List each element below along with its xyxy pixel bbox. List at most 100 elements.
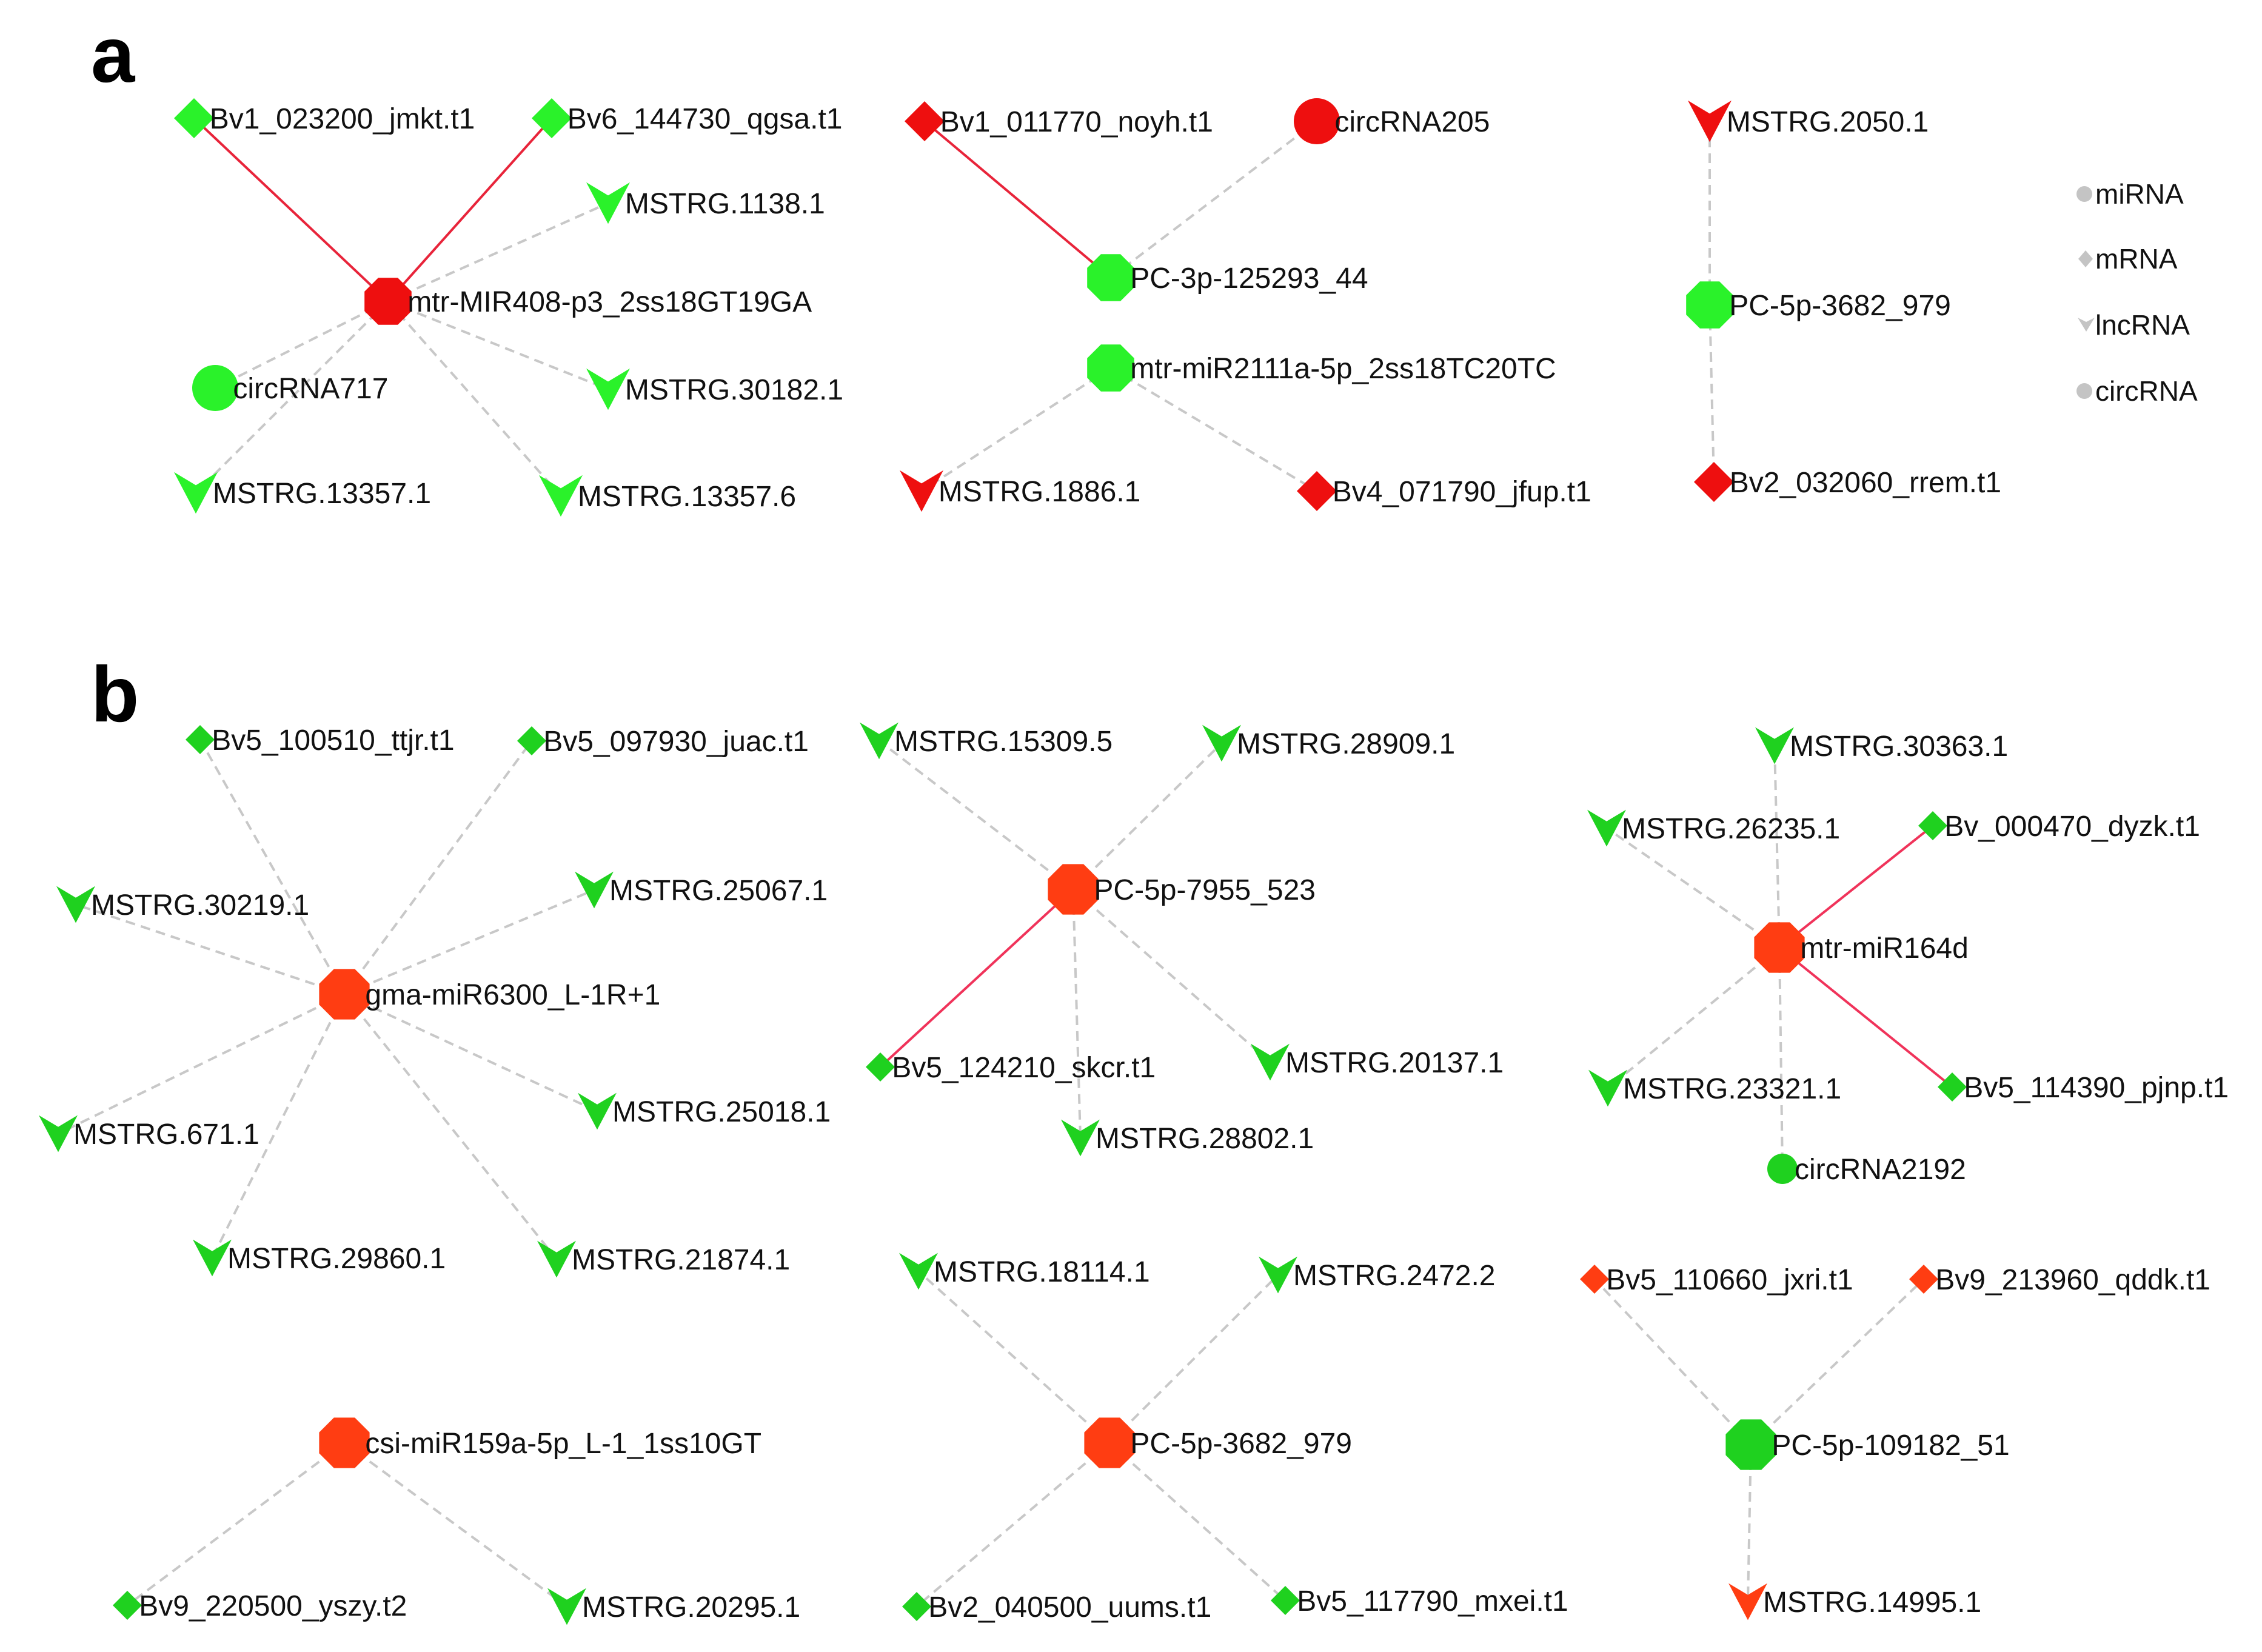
node-bv5_124210: Bv5_124210_skcr.t1 — [866, 1052, 1156, 1084]
edge-mir408-mstrg13357_6 — [387, 300, 562, 497]
node-mir6300: gma-miR6300_L-1R+1 — [319, 969, 660, 1020]
node-label: MSTRG.30219.1 — [91, 889, 309, 921]
edge-pc5p7955-bv5_124210 — [879, 888, 1074, 1068]
octagon-node-shape-icon — [1754, 922, 1805, 973]
edge-pc5p7955-mstrg15309 — [878, 740, 1074, 891]
node-label: PC-5p-3682_979 — [1729, 290, 1951, 322]
edge-csi159a-bv9_220500 — [126, 1442, 346, 1607]
edge-mir164d-mstrg30363 — [1773, 745, 1781, 948]
edge-mir408-bv1_023200 — [193, 117, 389, 303]
legend-label-mrna: mRNA — [2095, 243, 2178, 275]
node-bv5_097930: Bv5_097930_juac.t1 — [517, 726, 809, 758]
diamond-node-shape-icon — [1580, 1265, 1609, 1294]
node-label: mtr-MIR408-p3_2ss18GT19GA — [407, 286, 812, 318]
node-mstrg20295: MSTRG.20295.1 — [547, 1588, 800, 1625]
node-label: MSTRG.20295.1 — [582, 1591, 800, 1624]
edge-mir408-mstrg13357_1 — [195, 300, 389, 494]
octagon-node-shape-icon — [319, 969, 370, 1020]
node-label: Bv4_071790_jfup.t1 — [1333, 476, 1591, 508]
diamond-node-shape-icon — [517, 726, 546, 755]
legend-item-mrna: mRNA — [2078, 243, 2178, 275]
octagon-node-shape-icon — [1725, 1419, 1776, 1470]
node-label: MSTRG.2050.1 — [1727, 106, 1929, 138]
octagon-node-shape-icon — [364, 278, 412, 325]
legend-item-lncrna: lncRNA — [2078, 309, 2190, 341]
node-label: Bv1_023200_jmkt.t1 — [210, 103, 475, 135]
node-mstrg30182: MSTRG.30182.1 — [586, 368, 843, 410]
node-label: MSTRG.26235.1 — [1622, 813, 1840, 845]
node-mir408: mtr-MIR408-p3_2ss18GT19GA — [364, 278, 812, 325]
diamond-node-shape-icon — [1938, 1072, 1967, 1102]
v-node-shape-icon — [900, 470, 943, 512]
v-node-shape-icon — [1259, 1256, 1297, 1294]
diamond-node-shape-icon — [1297, 471, 1337, 511]
node-label: Bv9_220500_yszy.t2 — [139, 1590, 407, 1622]
legend-circrna-circle-icon — [2076, 383, 2092, 399]
octagon-node-shape-icon — [1087, 344, 1134, 392]
edge-pc5p3682b-mstrg18114 — [917, 1270, 1111, 1444]
node-label: Bv_000470_dyzk.t1 — [1944, 811, 2200, 843]
legend-item-circrna: circRNA — [2076, 375, 2198, 407]
node-label: Bv2_032060_rrem.t1 — [1730, 467, 2001, 499]
node-mstrg20137: MSTRG.20137.1 — [1251, 1043, 1504, 1081]
node-circ2192: circRNA2192 — [1767, 1154, 1966, 1186]
node-mstrg14995: MSTRG.14995.1 — [1728, 1583, 1981, 1620]
node-label: MSTRG.21874.1 — [572, 1244, 790, 1276]
edge-pc3p125293-circ205 — [1109, 120, 1318, 279]
node-label: MSTRG.30363.1 — [1790, 731, 2008, 763]
circle-node-shape-icon — [1294, 98, 1340, 144]
edges-layer — [58, 117, 1953, 1608]
node-label: MSTRG.30182.1 — [625, 374, 843, 406]
node-mir164d: mtr-miR164d — [1754, 922, 1969, 973]
node-mstrg25067: MSTRG.25067.1 — [575, 871, 828, 909]
node-label: MSTRG.1886.1 — [939, 476, 1140, 508]
node-bv9_213960: Bv9_213960_qddk.t1 — [1909, 1264, 2210, 1296]
node-bv5_117790: Bv5_117790_mxei.t1 — [1271, 1585, 1568, 1617]
diamond-node-shape-icon — [532, 98, 572, 138]
node-mstrg2050: MSTRG.2050.1 — [1688, 100, 1929, 142]
node-bv4_071790: Bv4_071790_jfup.t1 — [1297, 471, 1591, 511]
diamond-node-shape-icon — [1694, 462, 1734, 502]
node-label: Bv1_011770_noyh.t1 — [940, 106, 1213, 138]
node-label: MSTRG.1138.1 — [625, 188, 825, 220]
node-mstrg28802: MSTRG.28802.1 — [1061, 1119, 1314, 1157]
edge-csi159a-mstrg20295 — [343, 1442, 568, 1608]
node-mstrg28909: MSTRG.28909.1 — [1202, 724, 1455, 762]
edge-pc5p109182-mstrg14995 — [1747, 1444, 1752, 1602]
edge-mir6300-mstrg671 — [58, 993, 345, 1135]
node-label: MSTRG.18114.1 — [934, 1256, 1150, 1288]
edge-mir164d-mstrg26235 — [1605, 827, 1781, 949]
diamond-node-shape-icon — [1271, 1586, 1300, 1615]
legend: miRNA mRNA lncRNA circRNA — [2076, 178, 2198, 407]
edge-pc3p125293-bv1_011770 — [923, 120, 1112, 279]
node-bv6_144730: Bv6_144730_qgsa.t1 — [532, 98, 842, 138]
node-csi159a: csi-miR159a-5p_L-1_1ss10GT — [319, 1417, 761, 1468]
edge-pc5p3682a-bv2_032060 — [1708, 304, 1715, 483]
node-label: MSTRG.671.1 — [73, 1119, 259, 1151]
v-node-shape-icon — [539, 475, 583, 517]
node-label: mtr-miR2111a-5p_2ss18TC20TC — [1130, 353, 1556, 385]
node-label: Bv5_114390_pjnp.t1 — [1964, 1072, 2229, 1104]
node-pc5p3682a: PC-5p-3682_979 — [1686, 281, 1951, 329]
legend-item-mirna: miRNA — [2076, 178, 2184, 210]
node-label: MSTRG.13357.1 — [213, 478, 431, 510]
node-label: PC-5p-7955_523 — [1094, 874, 1316, 906]
node-mstrg21874: MSTRG.21874.1 — [537, 1240, 790, 1278]
legend-label-lncrna: lncRNA — [2095, 309, 2190, 341]
edge-pc5p109182-bv9_213960 — [1750, 1278, 1925, 1446]
node-bv2_040500: Bv2_040500_uums.t1 — [902, 1591, 1211, 1624]
node-label: MSTRG.29860.1 — [227, 1243, 446, 1275]
node-mstrg29860: MSTRG.29860.1 — [193, 1239, 446, 1277]
diamond-node-shape-icon — [186, 725, 215, 754]
node-bv2_032060: Bv2_032060_rrem.t1 — [1694, 462, 2001, 502]
node-label: PC-5p-3682_979 — [1130, 1428, 1352, 1460]
panel-letter-a: a — [91, 10, 136, 99]
v-node-shape-icon — [586, 368, 630, 410]
legend-mirna-circle-icon — [2076, 186, 2092, 202]
node-mstrg13357_1: MSTRG.13357.1 — [174, 472, 431, 514]
diamond-node-shape-icon — [1918, 811, 1947, 840]
panel-letter-b: b — [91, 650, 139, 738]
edge-pc5p7955-mstrg28802 — [1072, 889, 1082, 1139]
octagon-node-shape-icon — [1686, 281, 1733, 329]
v-node-shape-icon — [1755, 727, 1794, 764]
